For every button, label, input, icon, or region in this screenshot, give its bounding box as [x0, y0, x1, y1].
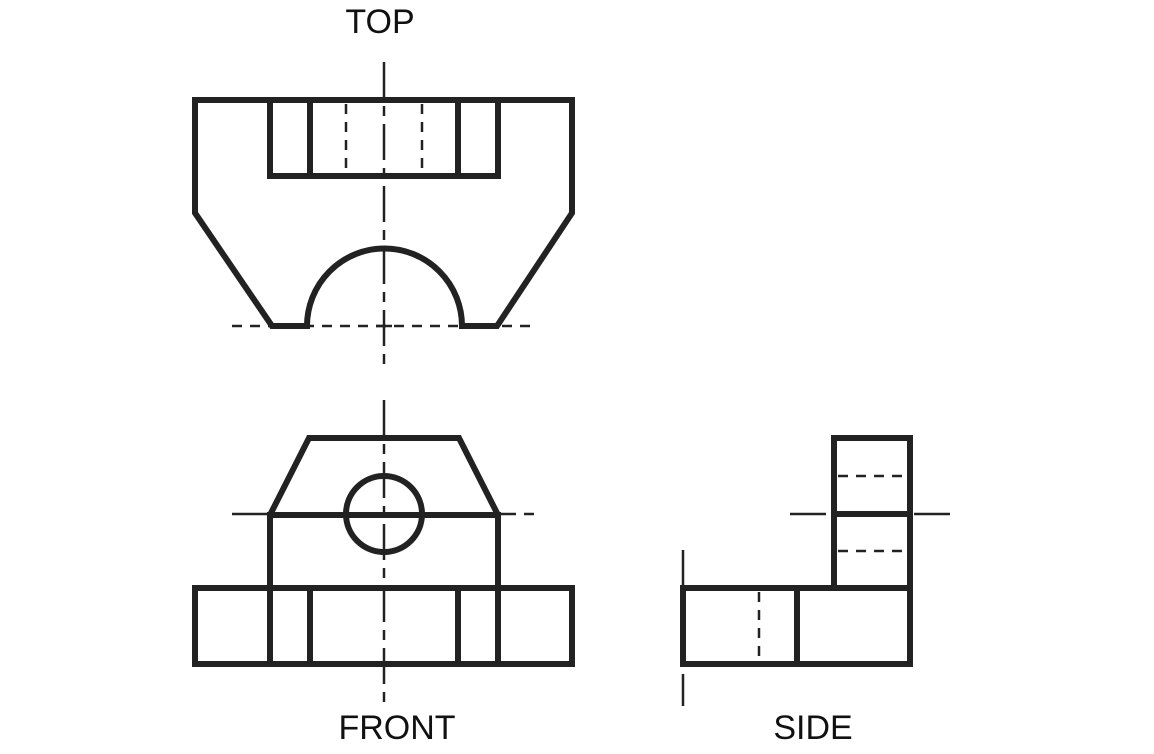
side-view	[680, 435, 955, 706]
front-view-boss	[267, 435, 501, 591]
side-view-label: SIDE	[773, 709, 853, 747]
top-view	[192, 62, 575, 366]
top-view-outline	[192, 97, 575, 329]
front-view	[192, 400, 575, 704]
front-view-label: FRONT	[338, 709, 456, 747]
top-view-label: TOP	[345, 3, 415, 41]
